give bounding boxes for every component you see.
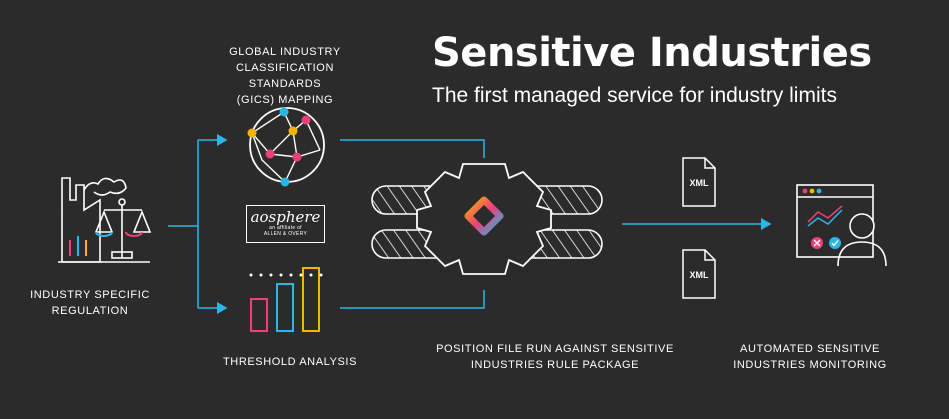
threshold-caption: THRESHOLD ANALYSIS xyxy=(222,356,358,368)
approve-icon xyxy=(829,237,841,249)
regulation-caption: INDUSTRY SPECIFIC REGULATION xyxy=(20,287,160,319)
reject-icon xyxy=(811,237,823,249)
branch-connector xyxy=(168,134,228,314)
aosphere-affiliate-line: an affiliate of xyxy=(269,225,302,231)
monitoring-caption-line: INDUSTRIES MONITORING xyxy=(733,359,887,371)
page-subtitle: The first managed service for industry l… xyxy=(432,84,837,107)
gics-caption-line: GLOBAL INDUSTRY xyxy=(229,46,341,58)
xml-file-icon xyxy=(682,249,716,299)
gics-caption-line: CLASSIFICATION STANDARDS xyxy=(235,62,335,90)
threshold-dots xyxy=(249,273,323,277)
regulation-caption-line: INDUSTRY SPECIFIC xyxy=(30,289,150,301)
position-caption: POSITION FILE RUN AGAINST SENSITIVE INDU… xyxy=(415,341,695,373)
monitoring-dashboard-icon xyxy=(796,184,887,267)
xml-label: XML xyxy=(690,270,710,280)
aosphere-name: aosphere xyxy=(250,208,321,226)
regulation-caption-line: REGULATION xyxy=(51,305,129,317)
aosphere-parent-line: ALLEN & OVERY xyxy=(263,231,308,237)
position-caption-line: POSITION FILE RUN AGAINST SENSITIVE xyxy=(436,343,674,355)
threshold-bars-icon xyxy=(250,267,320,332)
page-title: Sensitive Industries xyxy=(432,30,872,76)
gics-caption-line: (GICS) MAPPING xyxy=(236,94,334,106)
position-caption-line: INDUSTRIES RULE PACKAGE xyxy=(470,359,640,371)
factory-scales-icon xyxy=(58,177,152,263)
factory-color-bars xyxy=(69,231,143,256)
product-logo-icon xyxy=(464,196,504,236)
dashboard-trend-lines xyxy=(807,205,843,227)
dashboard-status-dots xyxy=(802,188,822,194)
monitoring-caption: AUTOMATED SENSITIVE INDUSTRIES MONITORIN… xyxy=(720,341,900,373)
globe-network-icon xyxy=(247,107,325,187)
gear-connectors xyxy=(340,139,485,309)
gics-caption: GLOBAL INDUSTRY CLASSIFICATION STANDARDS… xyxy=(210,44,360,108)
aosphere-logo: aosphere an affiliate of ALLEN & OVERY xyxy=(246,205,325,243)
xml-file-icon xyxy=(682,157,716,207)
monitoring-caption-line: AUTOMATED SENSITIVE xyxy=(740,343,880,355)
gear-engine-icon xyxy=(371,163,603,275)
xml-label: XML xyxy=(690,178,710,188)
